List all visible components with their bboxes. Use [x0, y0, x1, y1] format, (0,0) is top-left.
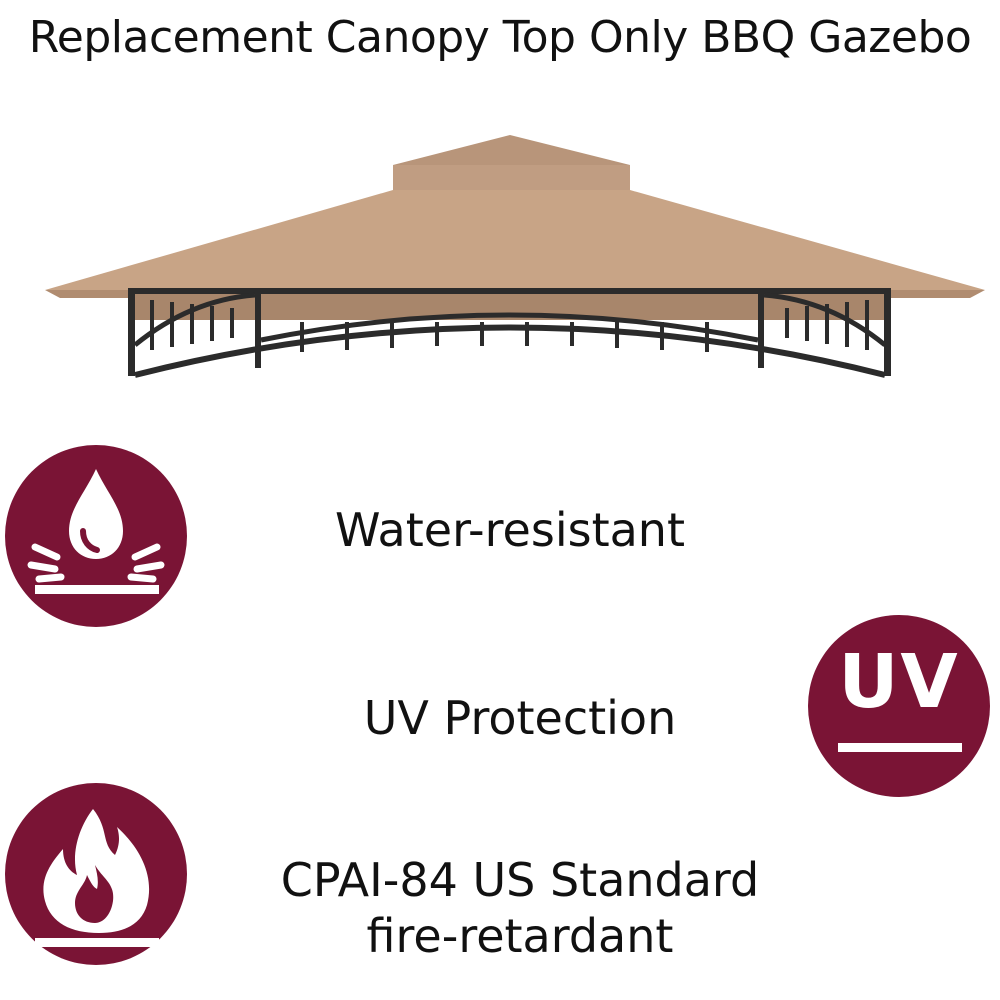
feature-fire-line-1: CPAI-84 US Standard: [280, 853, 760, 907]
feature-water-resistant-label: Water-resistant: [335, 503, 685, 557]
flame-icon: [35, 809, 159, 947]
feature-fire-line-2: fire-retardant: [366, 909, 674, 963]
page-title: Replacement Canopy Top Only BBQ Gazebo: [28, 12, 972, 63]
uv-icon: UV: [838, 639, 960, 725]
water-resistant-badge: [5, 445, 187, 627]
water-drop-icon: [27, 469, 165, 594]
gazebo-canopy-image: [45, 135, 985, 378]
fire-retardant-badge: [5, 783, 187, 965]
uv-protection-badge: UV: [808, 615, 990, 797]
uv-underline: [838, 743, 962, 752]
feature-fire-retardant-label: CPAI-84 US Standard fire-retardant: [250, 852, 790, 964]
feature-uv-protection-label: UV Protection: [363, 691, 677, 745]
